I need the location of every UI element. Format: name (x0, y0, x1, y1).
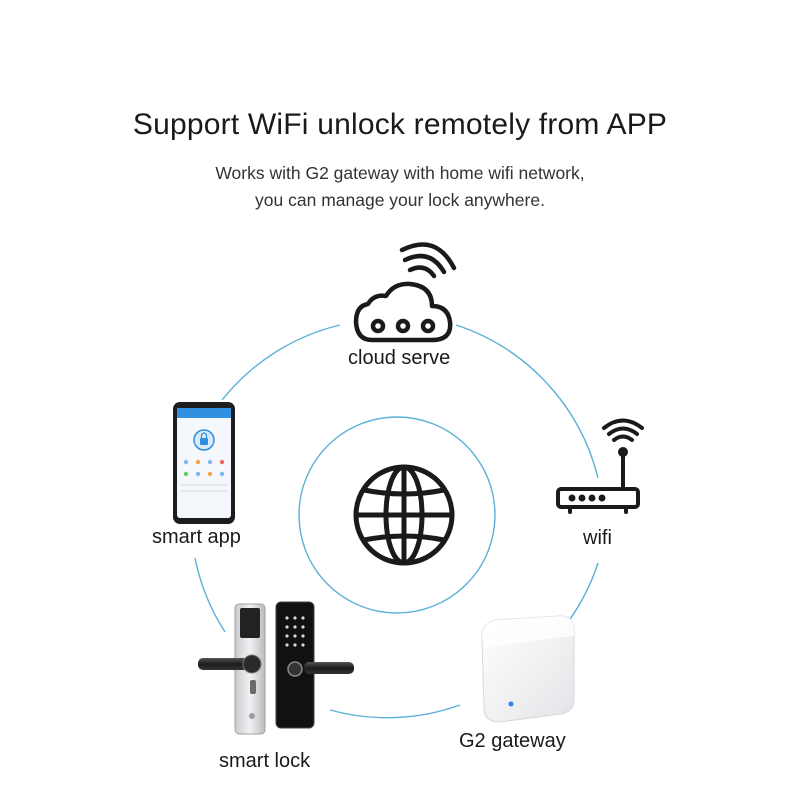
smart-lock-label: smart lock (219, 750, 311, 772)
globe-icon (353, 464, 455, 566)
cloud-signal-arc-3 (399, 242, 457, 271)
page-title: Support WiFi unlock remotely from APP (132, 108, 668, 141)
g2-gateway-label: G2 gateway (459, 730, 566, 752)
ring-arc-cloud-wifi (455, 324, 599, 479)
inner-ring (298, 416, 496, 614)
subtitle-line-1: Works with G2 gateway with home wifi net… (215, 163, 585, 183)
ring-arc-wifi-gateway (567, 562, 599, 623)
smart-app-label: smart app (152, 526, 241, 548)
router-icon (556, 418, 644, 514)
cloud-serve-label: cloud serve (348, 347, 451, 369)
gateway-led (508, 701, 514, 707)
keypad (285, 616, 305, 647)
cloud-signal-arc-2 (402, 253, 447, 275)
ring-arc-lock-app (194, 557, 226, 633)
smart-lock-device (198, 601, 354, 735)
gateway-device (481, 615, 575, 723)
subtitle-line-2: you can manage your lock anywhere. (255, 190, 545, 210)
ring-arc-gateway-lock (329, 704, 461, 719)
wifi-label: wifi (583, 527, 612, 549)
smartphone-app (173, 402, 235, 524)
cloud-icon (353, 242, 457, 343)
app-grid-icons (183, 459, 225, 477)
fingerprint-sensor (287, 661, 303, 677)
ring-arc-app-cloud (221, 324, 341, 401)
cloud-signal-arc-1 (407, 265, 437, 279)
outer-ring (194, 324, 599, 719)
